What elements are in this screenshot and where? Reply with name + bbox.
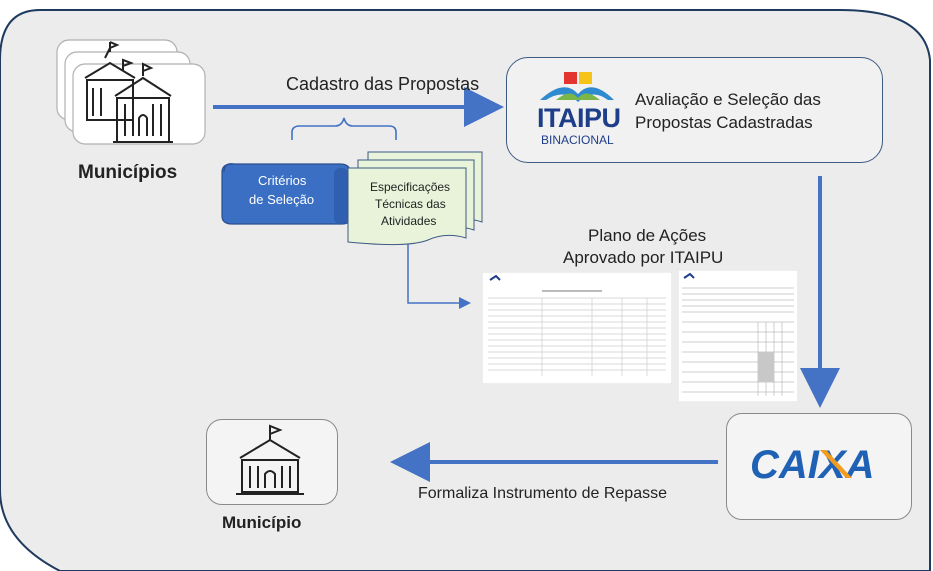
cadastro-label: Cadastro das Propostas	[286, 74, 480, 94]
municipio-label: Município	[222, 513, 302, 532]
formaliza-label: Formaliza Instrumento de Repasse	[418, 485, 667, 502]
itaipu-logo-sub: BINACIONAL	[541, 133, 614, 147]
avaliacao-line2: Propostas Cadastradas	[635, 113, 813, 132]
municipality-building-icon	[56, 39, 206, 145]
brace	[291, 117, 397, 140]
plano-line1: Plano de Ações	[588, 226, 707, 245]
especificacoes-line3: Atividades	[381, 214, 437, 228]
itaipu-logo-text: ITAIPU	[537, 103, 621, 133]
plano-document-thumbnail-1	[482, 272, 672, 384]
avaliacao-line1: Avaliação e Seleção das	[635, 90, 821, 109]
municipios-icon-stack	[45, 38, 210, 148]
municipio-building-icon	[236, 424, 304, 495]
caixa-logo-icon: CAIXA	[750, 443, 874, 487]
criterios-line2: de Seleção	[249, 192, 315, 207]
plano-line2: Aprovado por ITAIPU	[563, 248, 724, 267]
caixa-logo-text: CAIXA	[750, 443, 874, 487]
caixa-box	[726, 413, 912, 520]
especificacoes-document-icon	[347, 151, 483, 246]
plano-document-thumbnail-2	[678, 270, 798, 402]
criterios-line1: Critérios	[258, 173, 307, 188]
plan-connector	[407, 240, 471, 309]
criterios-scroll-icon	[221, 163, 351, 225]
especificacoes-line2: Técnicas das	[375, 197, 446, 211]
especificacoes-line1: Especificações	[370, 180, 451, 194]
itaipu-logo-icon	[540, 72, 614, 102]
municipios-label: Municípios	[78, 162, 178, 183]
